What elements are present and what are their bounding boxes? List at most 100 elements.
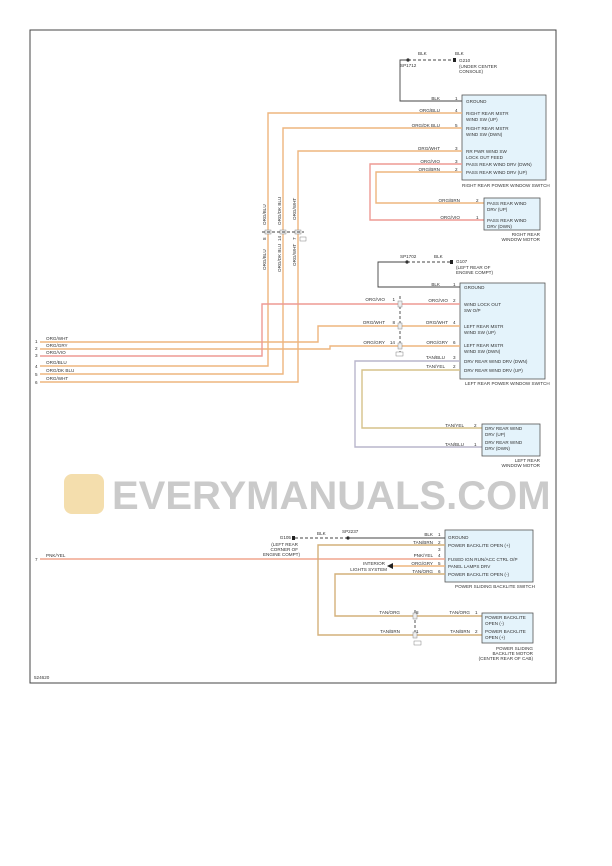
pin-wire: ORG/GRY	[411, 561, 433, 566]
bl-splice-label: SP2237	[342, 529, 359, 534]
wire-tan-brn	[317, 544, 482, 636]
pin-function: WIND LOCK OUT	[464, 302, 501, 307]
connector-id-box	[395, 351, 404, 357]
pin-number: 2	[474, 423, 477, 428]
connector-pin-number: 7	[35, 557, 38, 562]
pin-number: 5	[455, 123, 458, 128]
pin-number: 3	[438, 547, 441, 552]
connector-pin-number: 2	[35, 346, 38, 351]
diagram-frame	[29, 29, 557, 684]
pin-number: 5	[438, 561, 441, 566]
bl-inline-connector: TAN/ORG 8 TAN/BRN 1	[379, 610, 422, 646]
connector-wire: ORG/BLU	[46, 360, 67, 365]
pin-number: 4	[455, 108, 458, 113]
rr-motor-title: RIGHT REAR	[512, 232, 541, 237]
bl-ground-loc: CORNER OF	[270, 547, 298, 552]
ground-icon	[450, 260, 453, 264]
pin-wire: ORG/DK BLU	[412, 123, 440, 128]
watermark: EVERYMANUALS.COM	[64, 474, 551, 518]
pin-function: OPEN (-)	[485, 621, 504, 626]
rr-motor-pins: ORG/BRN 2 PASS REAR WIND DRV (UP) ORG/VI…	[439, 198, 528, 229]
pin-wire: ORG/GRY	[426, 340, 448, 345]
inline-pin: 8	[392, 320, 395, 325]
pin-function: DRV REAR WIND	[485, 440, 523, 445]
pin-function: DRV (UP)	[487, 207, 508, 212]
bl-switch-title: POWER SLIDING BACKLITE SWITCH	[455, 584, 535, 589]
bl-ground-id: G105	[280, 535, 292, 540]
pin-wire: TAN/BRN	[450, 629, 470, 634]
pin-wire: TAN/ORG	[449, 610, 470, 615]
lr-ground-loc2: ENGINE COMPT)	[456, 270, 493, 275]
lr-motor-title: WINDOW MOTOR	[502, 463, 541, 468]
pin-function: PASS REAR WIND DRV (UP)	[466, 170, 528, 175]
vertical-wire-label: ORG/BLU	[262, 204, 267, 225]
rr-power-window-switch	[461, 94, 547, 181]
wire-org-dk-blu	[40, 127, 462, 375]
pin-wire: TAN/BLU	[445, 442, 464, 447]
bl-ground-loc: (LEFT REAR	[271, 542, 298, 547]
connector-pin	[397, 322, 403, 330]
vertical-pin: 8	[262, 237, 267, 240]
left-connector: 1 ORG/WHT 2 ORG/GRY 3 ORG/VIO 4 ORG/BLU …	[35, 336, 74, 562]
connector-wire: ORG/WHT	[46, 336, 68, 341]
pin-function: FUSED IGN RUN/ACC CTRL O/P	[448, 557, 518, 562]
connector-pin-number: 3	[35, 353, 38, 358]
pin-function: LOCK OUT FEED	[466, 155, 504, 160]
pin-function: DRV (DWN)	[487, 224, 512, 229]
pin-function: POWER BACKLITE	[485, 615, 526, 620]
vertical-pin: 7	[292, 237, 297, 240]
rr-motor-title: WINDOW MOTOR	[502, 237, 541, 242]
lr-inline-connector: ORG/VIO 1 ORG/WHT 8 ORG/GRY 14	[363, 296, 404, 357]
pin-function: GROUND	[464, 285, 485, 290]
lr-motor-title: LEFT REAR	[515, 458, 541, 463]
pin-wire: ORG/WHT	[418, 146, 440, 151]
pin-number: 2	[438, 540, 441, 545]
pin-number: 1	[455, 96, 458, 101]
pin-wire: ORG/BLU	[419, 108, 440, 113]
pin-function: GROUND	[466, 99, 487, 104]
power-sliding-backlite-switch	[444, 529, 534, 583]
wire-org-gry-lr	[40, 345, 460, 350]
pin-number: 1	[476, 215, 479, 220]
rr-splice-label: SP1712	[400, 63, 417, 68]
lr-switch-title: LEFT REAR POWER WINDOW SWITCH	[465, 381, 550, 386]
figure-id: 524620	[34, 675, 50, 680]
pin-function: SW O/P	[464, 308, 481, 313]
inline-pin: 8	[416, 610, 419, 615]
pin-number: 2	[475, 629, 478, 634]
pin-function: DRV (DWN)	[485, 446, 510, 451]
rr-inline-connector: ORG/BLU 8 ORG/BLU ORG/DK BLU 14 ORG/DK B…	[262, 197, 307, 272]
connector-wire: ORG/VIO	[46, 350, 66, 355]
pin-number: 3	[455, 159, 458, 164]
inline-pin: 1	[392, 297, 395, 302]
connector-wire: ORG/WHT	[46, 376, 68, 381]
pin-number: 3	[455, 146, 458, 151]
pin-function: POWER BACKLITE	[485, 629, 526, 634]
connector-pin	[397, 300, 403, 308]
pin-wire: ORG/VIO	[420, 159, 440, 164]
ground-icon	[453, 58, 456, 62]
pin-wire: ORG/BRN	[419, 167, 440, 172]
wire-org-vio-rr	[369, 163, 484, 221]
pin-wire: ORG/BRN	[439, 198, 460, 203]
lr-power-window-switch	[459, 282, 546, 380]
pin-function: GROUND	[448, 535, 469, 540]
pin-number: 2	[453, 298, 456, 303]
pin-wire: TAN/ORG	[412, 569, 433, 574]
vertical-pin: 14	[277, 235, 282, 241]
connector-pin-number: 6	[35, 380, 38, 385]
pin-function: RR PWR WIND SW	[466, 149, 507, 154]
pin-function: PASS REAR WIND	[487, 201, 527, 206]
pin-wire: TAN/YEL	[426, 364, 445, 369]
pin-number: 1	[453, 282, 456, 287]
rr-ground-id: G210	[459, 58, 471, 63]
watermark-text: EVERYMANUALS.COM	[112, 474, 551, 518]
vertical-wire-label: ORG/BLU	[262, 249, 267, 270]
wire-org-brn-rr	[375, 171, 484, 204]
pin-wire: BLK	[431, 96, 441, 101]
pin-function: WIND SW (UP)	[466, 117, 498, 122]
vertical-wire-label: ORG/WHT	[292, 244, 297, 266]
connector-wire: ORG/DK BLU	[46, 368, 74, 373]
pin-function: LEFT REAR MSTR	[464, 324, 504, 329]
lr-ground-id: G107	[456, 259, 468, 264]
